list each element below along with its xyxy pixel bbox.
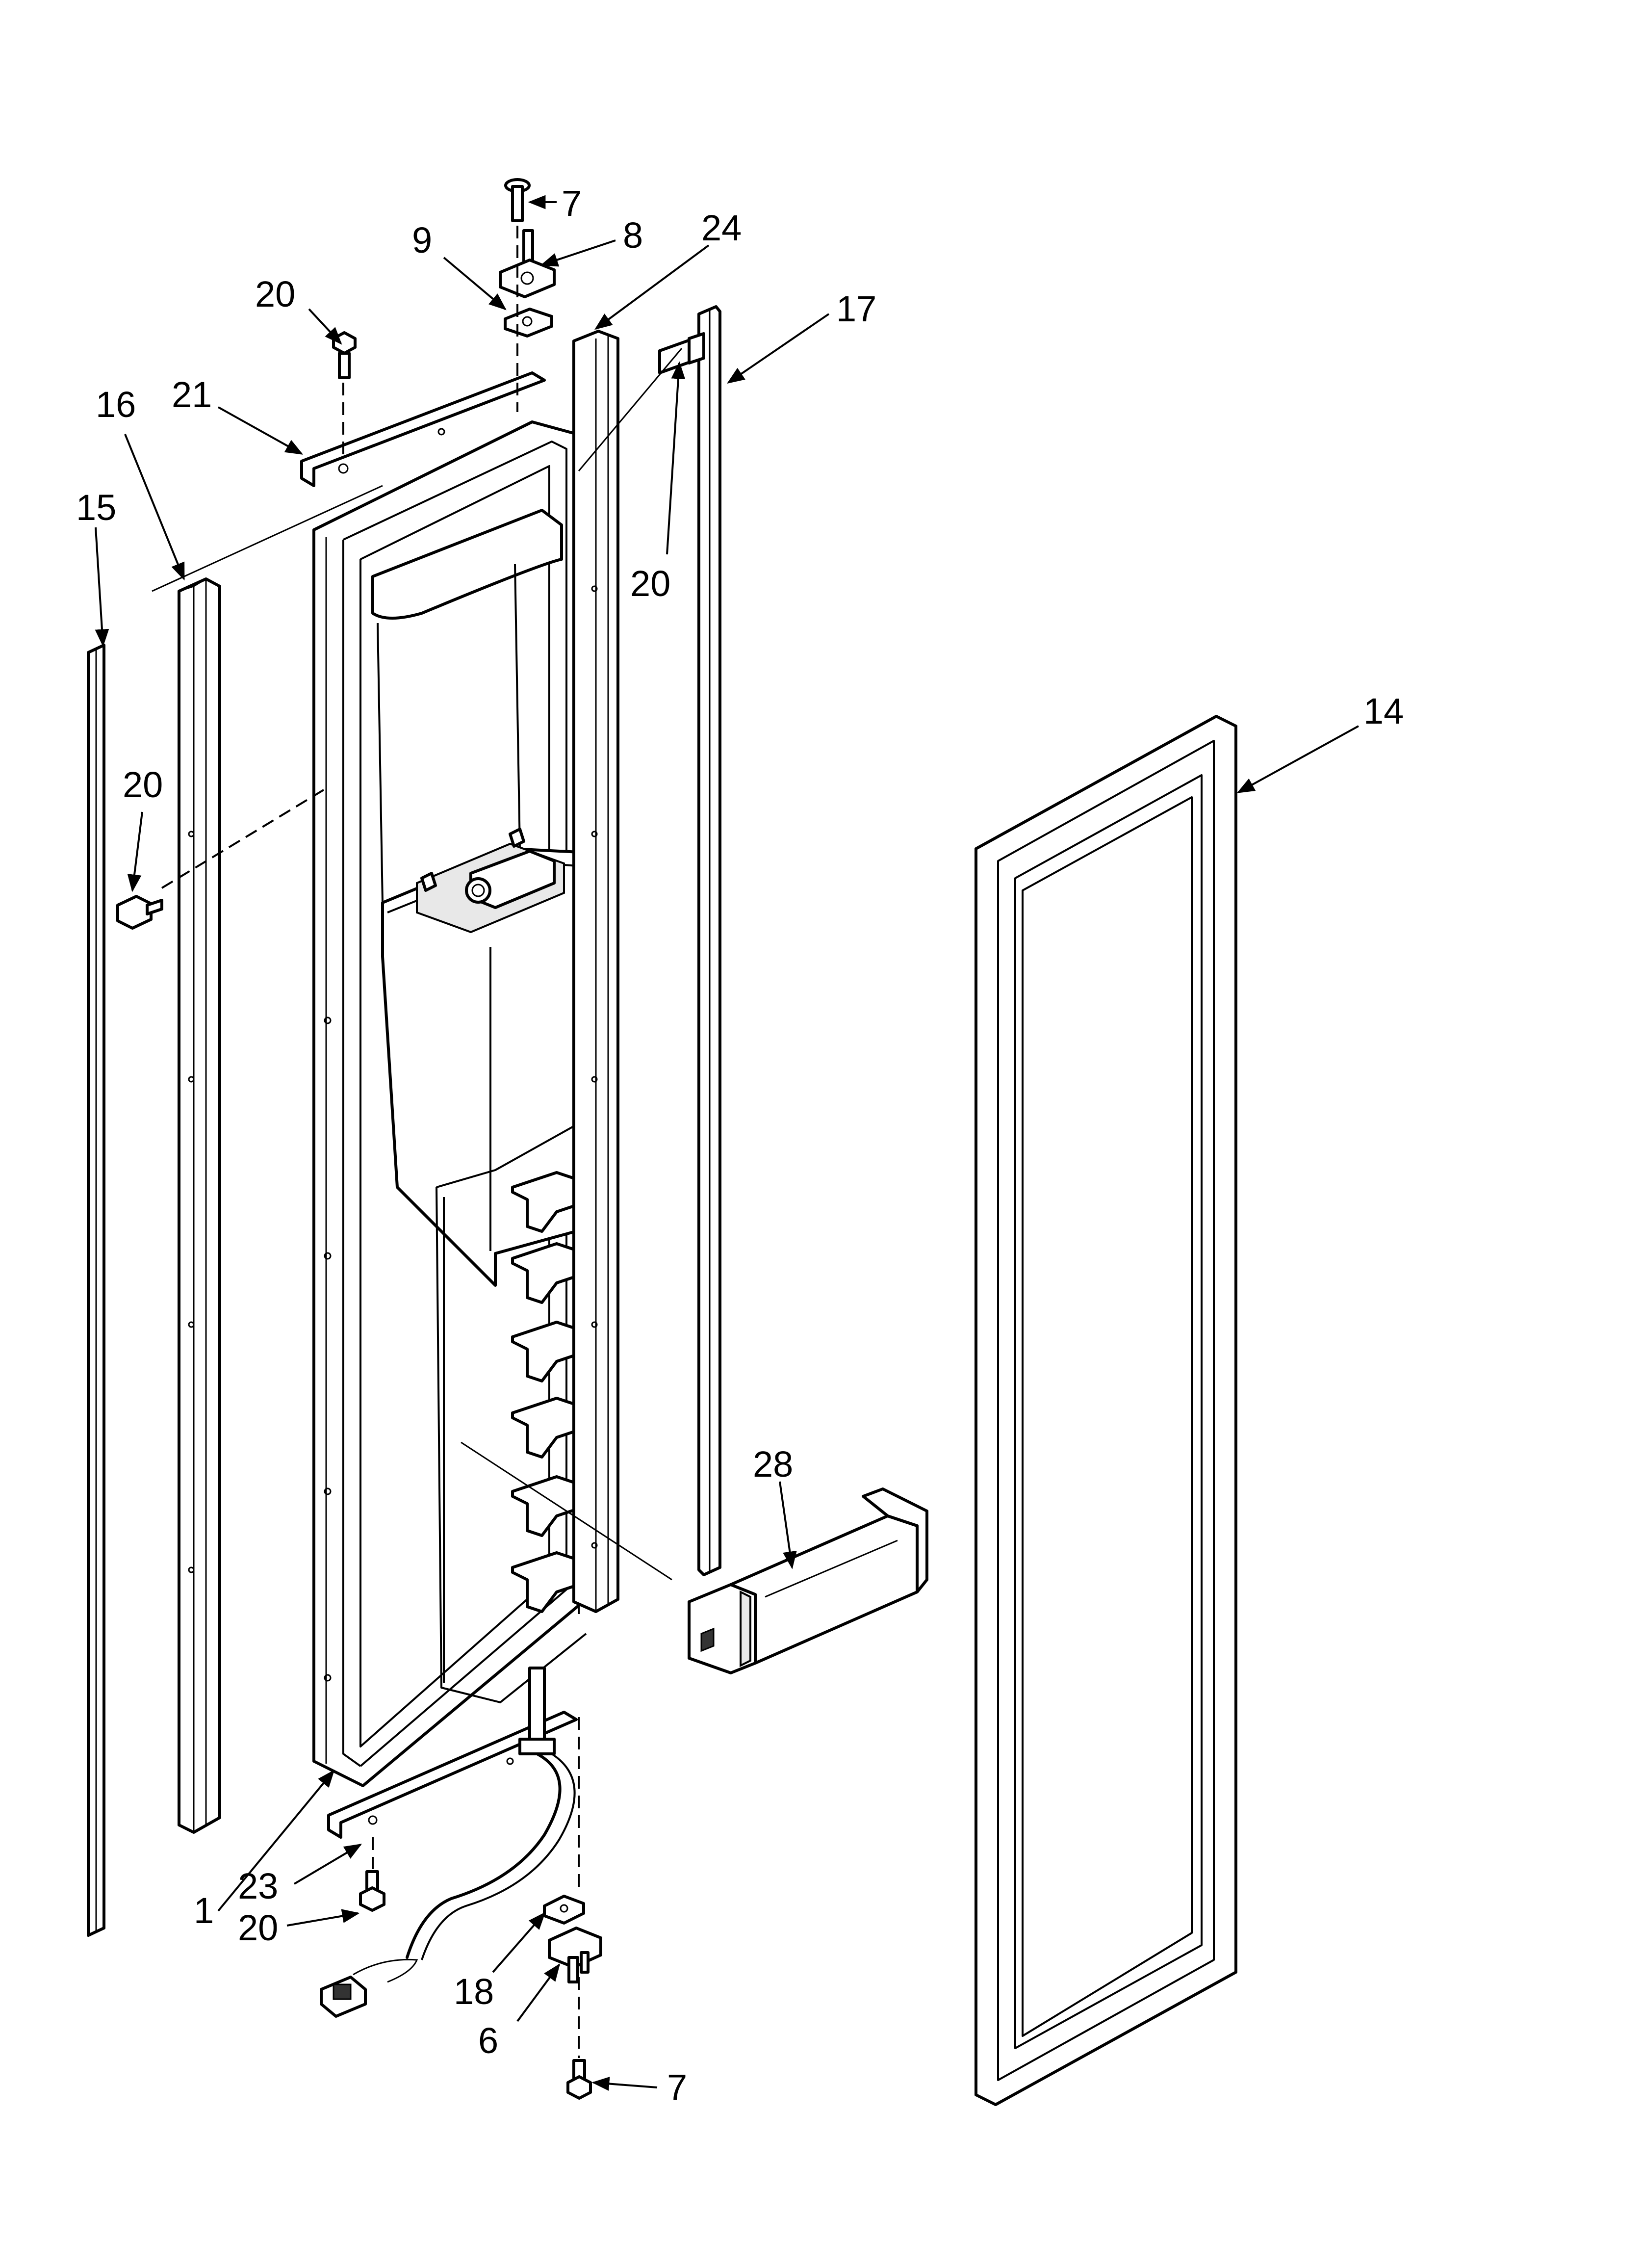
shelf-retainers <box>511 1171 580 1613</box>
callout-20-bottom: 20 <box>238 1907 278 1948</box>
screw-20-left <box>116 895 163 930</box>
leader-lines <box>95 195 1359 2091</box>
door-bin-28 <box>688 1487 928 1674</box>
door-gasket-14 <box>975 715 1237 2106</box>
door-liner-1 <box>312 420 617 1787</box>
screw-7-top <box>504 178 531 222</box>
callout-20-right: 20 <box>630 563 670 604</box>
channel-strip-16 <box>178 577 221 1834</box>
callout-8: 8 <box>623 215 643 256</box>
callout-20-left: 20 <box>123 764 163 805</box>
hinge-bracket-23 <box>327 1711 578 1839</box>
hinge-bracket-21 <box>300 371 546 487</box>
callout-16: 16 <box>96 384 136 425</box>
assembly-lines <box>152 226 683 2058</box>
shim-18 <box>543 1895 585 1925</box>
callout-15: 15 <box>76 487 116 528</box>
trim-strip-15 <box>87 644 105 1937</box>
callout-6: 6 <box>478 2020 498 2061</box>
callout-7-top: 7 <box>562 183 582 224</box>
hinge-6 <box>548 1927 602 1983</box>
callout-21: 21 <box>172 374 212 415</box>
hinge-8 <box>499 229 556 298</box>
callout-14: 14 <box>1363 691 1404 731</box>
callout-23: 23 <box>238 1866 278 1906</box>
callout-20-top: 20 <box>255 274 295 314</box>
callout-9: 9 <box>412 220 432 261</box>
callout-7-bottom: 7 <box>667 2067 687 2108</box>
callout-24: 24 <box>701 208 742 248</box>
trim-strip-17 <box>697 305 721 1576</box>
callout-18: 18 <box>454 1971 494 2012</box>
water-tube <box>320 1667 576 2018</box>
callout-17: 17 <box>836 288 876 329</box>
screw-7-bottom <box>566 2059 592 2100</box>
channel-strip-24 <box>572 330 619 1613</box>
shim-9 <box>504 308 553 338</box>
callout-28: 28 <box>753 1444 793 1485</box>
callout-labels: 7 8 24 9 17 20 21 16 15 20 20 14 28 1 23… <box>76 183 1404 2108</box>
screw-20-bottom <box>359 1870 385 1912</box>
callout-1: 1 <box>194 1890 214 1931</box>
